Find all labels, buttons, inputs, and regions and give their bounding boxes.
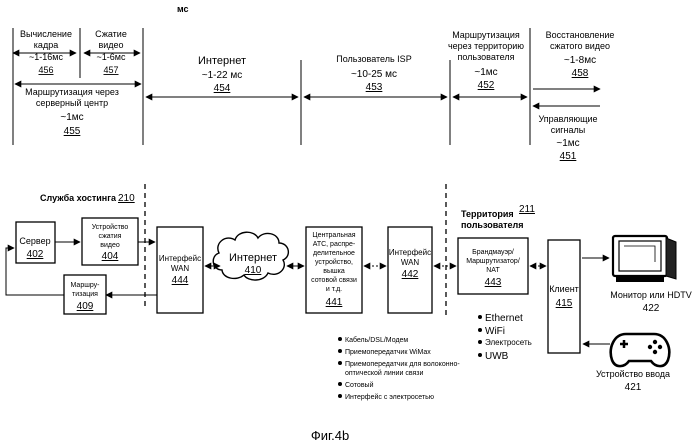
internet-latency-label: Интернет	[198, 55, 246, 67]
top-ms-label: мс	[177, 4, 189, 14]
lan-type-1: WiFi	[485, 326, 505, 337]
routing-server-ref: 455	[64, 126, 81, 137]
hosting-title: Служба хостинга	[40, 193, 117, 203]
central-line-5: сотовой связи	[311, 276, 357, 284]
figure-caption: Фиг.4b	[311, 428, 349, 443]
central-line-6: и т.д.	[326, 286, 342, 293]
router-ref: 409	[77, 301, 94, 312]
router-line2: тизация	[72, 291, 98, 298]
control-label2: сигналы	[551, 125, 586, 135]
control-label1: Управляющие	[538, 114, 597, 124]
firewall-line3: NAT	[486, 267, 500, 274]
connection-type-5: Интерфейс с электросетью	[345, 393, 434, 401]
routing-server-value: ~1мс	[60, 112, 83, 123]
central-line-3: устройство,	[315, 258, 353, 266]
latency-routing-user: Маршрутизация через территорию пользоват…	[448, 30, 524, 91]
frame-calc-ref: 456	[38, 65, 53, 75]
decompress-ref: 458	[572, 68, 589, 79]
routing-user-label1: Маршрутизация	[452, 30, 520, 40]
decompress-label1: Восстановление	[546, 30, 615, 40]
hosting-wan-line2: WAN	[171, 264, 190, 273]
latency-decompress: Восстановление сжатого видео ~1-8мс 458	[546, 30, 615, 79]
internet-cloud-ref: 410	[245, 265, 262, 276]
routing-user-ref: 452	[478, 80, 495, 91]
routing-server-label1: Маршрутизация через	[25, 87, 119, 97]
decompress-label2: сжатого видео	[550, 41, 610, 51]
monitor-ref: 422	[643, 303, 660, 314]
internet-latency-value: ~1-22 мс	[202, 70, 243, 81]
latency-routing-server: Маршрутизация через серверный центр ~1мс…	[25, 87, 119, 137]
gamepad-icon	[611, 334, 669, 366]
compressor-line1: Устройство	[92, 223, 129, 231]
client-ref: 415	[556, 298, 573, 309]
compress-label1: Сжатие	[95, 29, 127, 39]
user-wan-line2: WAN	[401, 258, 420, 267]
latency-isp: Пользователь ISP ~10-25 мс 453	[336, 54, 411, 93]
client-label: Клиент	[549, 284, 579, 294]
internet-cloud-label: Интернет	[229, 252, 277, 264]
firewall-ref: 443	[485, 277, 502, 288]
router-line1: Маршру-	[71, 282, 101, 289]
premises-line2: пользователя	[461, 220, 524, 230]
decompress-value: ~1-8мс	[564, 55, 596, 66]
latency-video-compress: Сжатие видео ~1-6мс 457	[95, 29, 127, 75]
server-label: Сервер	[19, 236, 50, 246]
central-ref: 441	[326, 297, 343, 308]
monitor-icon	[613, 236, 676, 282]
isp-ref: 453	[366, 82, 383, 93]
routing-user-label3: пользователя	[458, 52, 515, 62]
server-ref: 402	[27, 249, 44, 260]
firewall-line1: Брандмауэр/	[472, 249, 514, 256]
lan-type-2: Электросеть	[485, 338, 532, 347]
lan-types-list: Ethernet WiFi Электросеть UWB	[478, 313, 532, 362]
connection-type-4: Сотовый	[345, 381, 374, 389]
premises-line1: Территория	[461, 209, 514, 219]
frame-calc-label1: Вычисление	[20, 29, 72, 39]
input-device-ref: 421	[625, 382, 642, 393]
routing-server-label2: серверный центр	[36, 98, 108, 108]
routing-user-value: ~1мс	[474, 67, 497, 78]
hosting-ref: 210	[118, 193, 135, 204]
lan-type-3: UWB	[485, 351, 509, 362]
isp-label: Пользователь ISP	[336, 54, 411, 64]
frame-calc-label2: кадра	[34, 40, 58, 50]
control-value: ~1мс	[556, 138, 579, 149]
compressor-line2: сжатия	[99, 233, 122, 240]
compressor-ref: 404	[102, 251, 119, 262]
central-line-1: АТС, распре-	[313, 241, 356, 248]
monitor-label: Монитор или HDTV	[610, 290, 691, 300]
compress-label2: видео	[98, 40, 123, 50]
connection-type-0: Кабель/DSL/Модем	[345, 336, 408, 344]
control-ref: 451	[560, 151, 577, 162]
latency-frame-calc: Вычисление кадра ~1-16мс 456	[20, 29, 72, 75]
central-line-4: вышка	[323, 268, 345, 275]
latency-internet: Интернет ~1-22 мс 454	[198, 55, 246, 94]
hosting-wan-line1: Интерфейс	[159, 254, 201, 263]
input-device-label: Устройство ввода	[596, 369, 670, 379]
central-line-2: делительное	[313, 250, 355, 257]
premises-ref: 211	[519, 204, 535, 215]
isp-value: ~10-25 мс	[351, 69, 397, 80]
compressor-line3: видео	[100, 242, 120, 249]
internet-latency-ref: 454	[214, 83, 231, 94]
latency-control: Управляющие сигналы ~1мс 451	[538, 114, 597, 162]
hosting-wan-ref: 444	[172, 275, 189, 286]
lan-type-0: Ethernet	[485, 313, 523, 324]
connection-type-1: Приемопередатчик WiMax	[345, 349, 431, 356]
user-wan-ref: 442	[402, 269, 419, 280]
compress-ref: 457	[103, 65, 118, 75]
firewall-line2: Маршрутизатор/	[466, 258, 520, 265]
routing-user-label2: через территорию	[448, 41, 524, 51]
user-wan-line1: Интерфейс	[389, 248, 431, 257]
connection-type-2: Приемопередатчик для волоконно-	[345, 361, 460, 368]
client-box	[548, 240, 580, 353]
connection-types-list: Кабель/DSL/Модем Приемопередатчик WiMax …	[338, 336, 460, 401]
central-line-0: Центральная	[312, 232, 355, 239]
connection-type-3: оптической линии связи	[345, 369, 423, 377]
